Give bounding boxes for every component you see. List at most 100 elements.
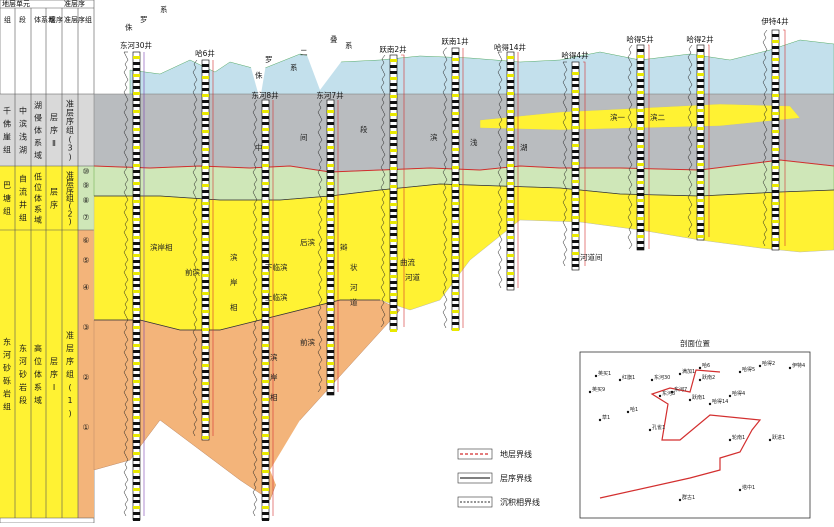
- well-lithology-bed: [327, 242, 334, 245]
- well-lithology-bed: [572, 216, 579, 219]
- well-lithology-bed: [133, 332, 140, 335]
- well-lithology-bed: [202, 238, 209, 241]
- well-lithology-bed: [697, 163, 704, 166]
- well-lithology-bed: [327, 224, 334, 227]
- strata-sequence-char: 层: [50, 188, 58, 197]
- well-lithology-bed: [133, 398, 140, 401]
- header-strata-unit: 地层单元: [2, 0, 30, 8]
- era-label: 侏: [125, 22, 133, 32]
- well-lithology-bed: [772, 82, 779, 85]
- well-lithology-bed: [327, 182, 334, 185]
- well-lithology-bed: [262, 362, 269, 365]
- well-lithology-bed: [507, 194, 514, 197]
- parasequence-number: ⑩: [82, 167, 89, 176]
- map-point: [626, 410, 630, 414]
- well-lithology-bed: [507, 56, 514, 59]
- well-lithology-bed: [202, 106, 209, 109]
- well-lithology-bed: [262, 440, 269, 443]
- well-lithology-bed: [507, 62, 514, 65]
- well-log-curve: [562, 61, 568, 267]
- well-lithology-bed: [637, 97, 644, 100]
- header-parasequence-set: 准层序组: [64, 15, 92, 24]
- well-lithology-bed: [697, 127, 704, 130]
- well-lithology-bed: [262, 302, 269, 305]
- well-lithology-bed: [697, 205, 704, 208]
- well-lithology-bed: [390, 209, 397, 212]
- well-lithology-bed: [452, 112, 459, 115]
- well-lithology-bed: [390, 299, 397, 302]
- parasequence-number: ⑤: [82, 256, 89, 265]
- well-log-curve: [123, 51, 129, 517]
- facies-label: 河道: [405, 272, 420, 282]
- well-lithology-bed: [507, 140, 514, 143]
- well-lithology-bed: [202, 112, 209, 115]
- well-lithology-bed: [697, 109, 704, 112]
- well-lithology-bed: [133, 350, 140, 353]
- well-lithology-bed: [133, 440, 140, 443]
- facies-label: 滨: [230, 252, 238, 262]
- well-label: 跃南2井: [379, 44, 407, 54]
- well-lithology-bed: [262, 260, 269, 263]
- well-lithology-bed: [202, 406, 209, 409]
- well-lithology-bed: [390, 59, 397, 62]
- well-lithology-bed: [327, 140, 334, 143]
- well-lithology-bed: [202, 118, 209, 121]
- strata-system_tract-char: 体: [34, 125, 42, 135]
- well-log-curve: [497, 51, 503, 289]
- well-lithology-bed: [772, 46, 779, 49]
- well-lithology-bed: [327, 260, 334, 263]
- well-lithology-bed: [772, 124, 779, 127]
- well-lithology-bed: [262, 356, 269, 359]
- strata-system_tract-char: 湖: [34, 101, 42, 110]
- well-lithology-bed: [262, 494, 269, 497]
- strata-system_tract-char: 体: [34, 369, 42, 379]
- well-lithology-bed: [133, 260, 140, 263]
- well-lithology-bed: [202, 280, 209, 283]
- legend-label: 沉积相界线: [500, 497, 540, 507]
- well-lithology-bed: [133, 446, 140, 449]
- well-lithology-bed: [390, 227, 397, 230]
- well-lithology-bed: [202, 436, 209, 439]
- well-lithology-bed: [697, 199, 704, 202]
- well-lithology-bed: [390, 131, 397, 134]
- well-lithology-bed: [637, 103, 644, 106]
- well-lithology-bed: [637, 205, 644, 208]
- well-lithology-bed: [507, 134, 514, 137]
- well-lithology-bed: [637, 217, 644, 220]
- well-lithology-bed: [697, 151, 704, 154]
- strata-member-char: 段: [19, 395, 27, 405]
- well-lithology-bed: [133, 320, 140, 323]
- well-lithology-bed: [697, 73, 704, 76]
- map-point-label: 哈得5: [742, 366, 755, 373]
- well-lithology-bed: [452, 94, 459, 97]
- well-lithology-bed: [133, 194, 140, 197]
- well-lithology-bed: [507, 68, 514, 71]
- well-lithology-bed: [697, 133, 704, 136]
- well-lithology-bed: [572, 114, 579, 117]
- well-lithology-bed: [262, 308, 269, 311]
- header-sequence: 层序: [49, 15, 63, 24]
- well-lithology-bed: [697, 235, 704, 238]
- well-lithology-bed: [262, 404, 269, 407]
- well-lithology-bed: [572, 96, 579, 99]
- strata-parasequence_set-char: 层: [66, 344, 74, 353]
- well-lithology-bed: [390, 161, 397, 164]
- well-lithology-bed: [133, 368, 140, 371]
- location-map-title: 剖面位置: [680, 338, 710, 348]
- parasequence-number: ①: [82, 423, 89, 432]
- well-lithology-bed: [133, 494, 140, 497]
- well-lithology-bed: [133, 326, 140, 329]
- well-lithology-bed: [202, 190, 209, 193]
- strata-parasequence_set-char: 组: [66, 369, 74, 379]
- well-lithology-bed: [452, 142, 459, 145]
- strata-parasequence_set-char: 序: [66, 356, 74, 366]
- well-lithology-bed: [452, 280, 459, 283]
- well-lithology-bed: [507, 146, 514, 149]
- well-lithology-bed: [262, 410, 269, 413]
- well-lithology-bed: [637, 241, 644, 244]
- well-lithology-bed: [133, 302, 140, 305]
- well-lithology-bed: [327, 296, 334, 299]
- well-lithology-bed: [262, 500, 269, 503]
- well-lithology-bed: [133, 296, 140, 299]
- map-point: [738, 488, 742, 492]
